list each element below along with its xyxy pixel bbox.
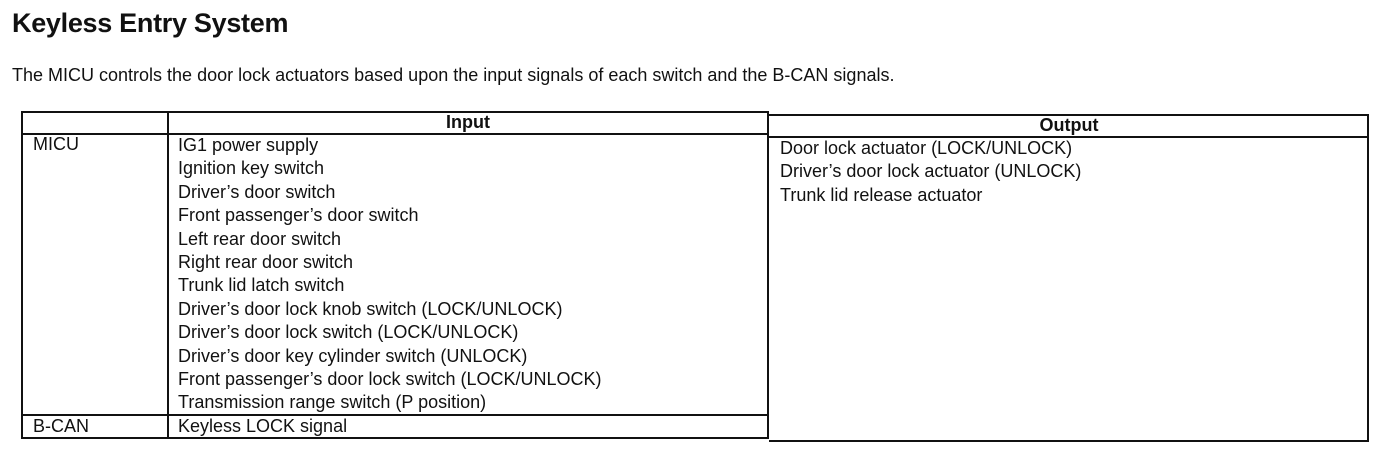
list-item: Right rear door switch bbox=[178, 251, 354, 272]
list-item: Keyless LOCK signal bbox=[178, 416, 348, 436]
page-title: Keyless Entry System bbox=[12, 8, 289, 38]
table-header-divider bbox=[21, 133, 769, 135]
output-border-bottom bbox=[769, 440, 1369, 442]
output-border-top bbox=[769, 114, 1369, 116]
bcan-input-list: Keyless LOCK signal bbox=[178, 415, 347, 438]
table-border-middle bbox=[767, 111, 769, 439]
table-border-left bbox=[21, 111, 23, 439]
table-border-bottom bbox=[21, 437, 769, 439]
output-header-divider bbox=[769, 136, 1369, 138]
list-item: Trunk lid release actuator bbox=[780, 184, 983, 205]
intro-paragraph: The MICU controls the door lock actuator… bbox=[12, 65, 895, 85]
list-item: IG1 power supply bbox=[178, 135, 319, 155]
source-bcan: B-CAN bbox=[33, 416, 90, 436]
list-item: Left rear door switch bbox=[178, 228, 342, 249]
source-micu: MICU bbox=[33, 134, 79, 154]
list-item: Driver’s door lock knob switch (LOCK/UNL… bbox=[178, 298, 563, 319]
list-item: Transmission range switch (P position) bbox=[178, 392, 487, 413]
list-item: Driver’s door switch bbox=[178, 181, 336, 202]
table-row-divider bbox=[21, 414, 769, 416]
output-list: Door lock actuator (LOCK/UNLOCK) Driver’… bbox=[780, 137, 1081, 207]
list-item: Ignition key switch bbox=[178, 158, 325, 179]
list-item: Driver’s door key cylinder switch (UNLOC… bbox=[178, 345, 528, 366]
list-item: Front passenger’s door lock switch (LOCK… bbox=[178, 368, 602, 389]
list-item: Front passenger’s door switch bbox=[178, 205, 419, 226]
table-border-top bbox=[21, 111, 769, 113]
list-item: Driver’s door lock actuator (UNLOCK) bbox=[780, 161, 1082, 182]
micu-input-list: IG1 power supply Ignition key switch Dri… bbox=[178, 134, 601, 415]
header-output: Output bbox=[1039, 115, 1099, 135]
header-input: Input bbox=[446, 112, 490, 132]
list-item: Door lock actuator (LOCK/UNLOCK) bbox=[780, 138, 1073, 158]
output-border-right bbox=[1367, 114, 1369, 442]
list-item: Driver’s door lock switch (LOCK/UNLOCK) bbox=[178, 322, 519, 343]
list-item: Trunk lid latch switch bbox=[178, 275, 345, 296]
table-column-divider bbox=[167, 111, 169, 439]
